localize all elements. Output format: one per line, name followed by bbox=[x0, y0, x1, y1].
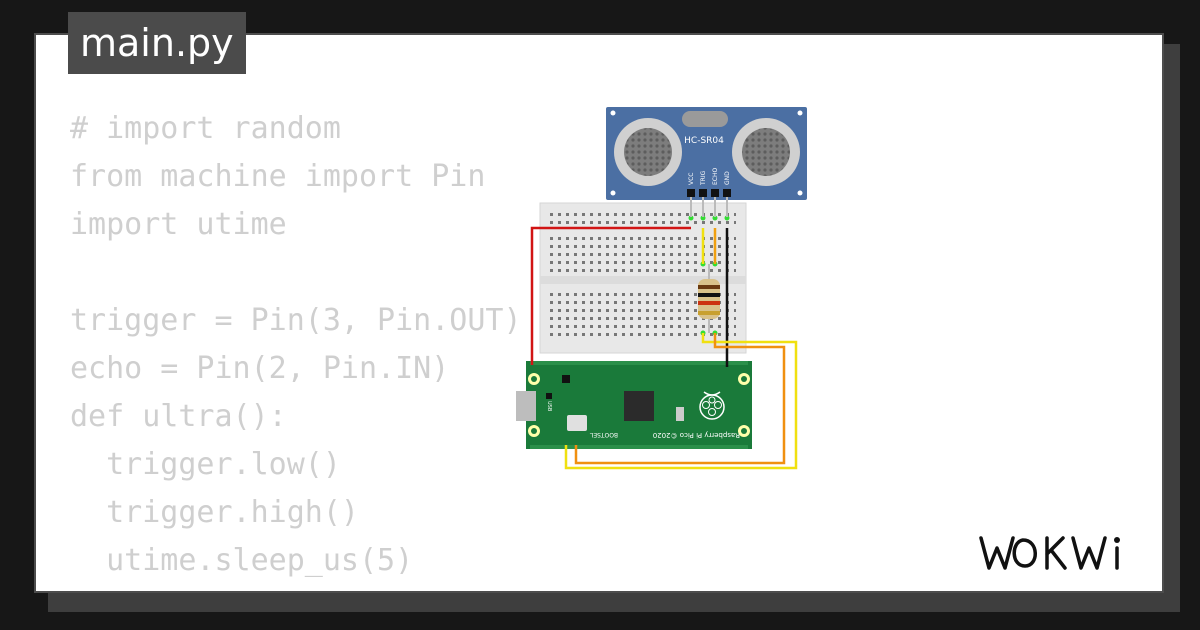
sensor-model-label: HC-SR04 bbox=[684, 136, 724, 146]
raspberry-icon bbox=[699, 391, 725, 420]
wires bbox=[530, 226, 798, 470]
code-line: trigger.high() bbox=[70, 495, 359, 530]
code-line: echo = Pin(2, Pin.IN) bbox=[70, 351, 450, 386]
wire-vcc bbox=[530, 226, 691, 365]
usb-label: USB bbox=[546, 401, 552, 412]
wokwi-logo bbox=[979, 536, 1120, 570]
code-line: utime.sleep_us(5) bbox=[70, 543, 414, 578]
code-line: def ultra(): bbox=[70, 399, 287, 434]
file-tab[interactable]: main.py bbox=[68, 12, 246, 74]
bootsel-button[interactable] bbox=[567, 415, 587, 431]
code-line: from machine import Pin bbox=[70, 159, 486, 194]
pico-board[interactable]: USB BOOTSEL Raspberry Pi Pico ©2020 bbox=[516, 361, 752, 449]
pin-label-gnd: GND bbox=[724, 171, 731, 185]
code-line: trigger = Pin(3, Pin.OUT) bbox=[70, 303, 522, 338]
board-brand-label: Raspberry Pi Pico ©2020 bbox=[653, 431, 740, 439]
pin-label-vcc: VCC bbox=[688, 173, 695, 185]
circuit-diagram: HC-SR04 VCC TRIG ECHO GND bbox=[516, 107, 807, 470]
bootsel-label: BOOTSEL bbox=[589, 431, 618, 438]
wire-trigger-gp3 bbox=[564, 333, 798, 470]
code-preview: # import random from machine import Pin im… bbox=[70, 105, 522, 591]
code-line: trigger.low() bbox=[70, 447, 341, 482]
breadboard bbox=[539, 202, 747, 354]
pin-label-echo: ECHO bbox=[712, 168, 719, 185]
usb-connector bbox=[516, 391, 536, 421]
code-line: import utime bbox=[70, 207, 287, 242]
wire-echo-gp2 bbox=[574, 333, 786, 465]
resistor bbox=[698, 264, 720, 333]
ultrasonic-sensor[interactable]: HC-SR04 VCC TRIG ECHO GND bbox=[606, 107, 807, 217]
rp2040-chip bbox=[624, 391, 654, 421]
code-line: # import random bbox=[70, 111, 341, 146]
project-card[interactable]: # import random from machine import Pin im… bbox=[34, 33, 1164, 593]
pin-label-trig: TRIG bbox=[700, 170, 707, 186]
